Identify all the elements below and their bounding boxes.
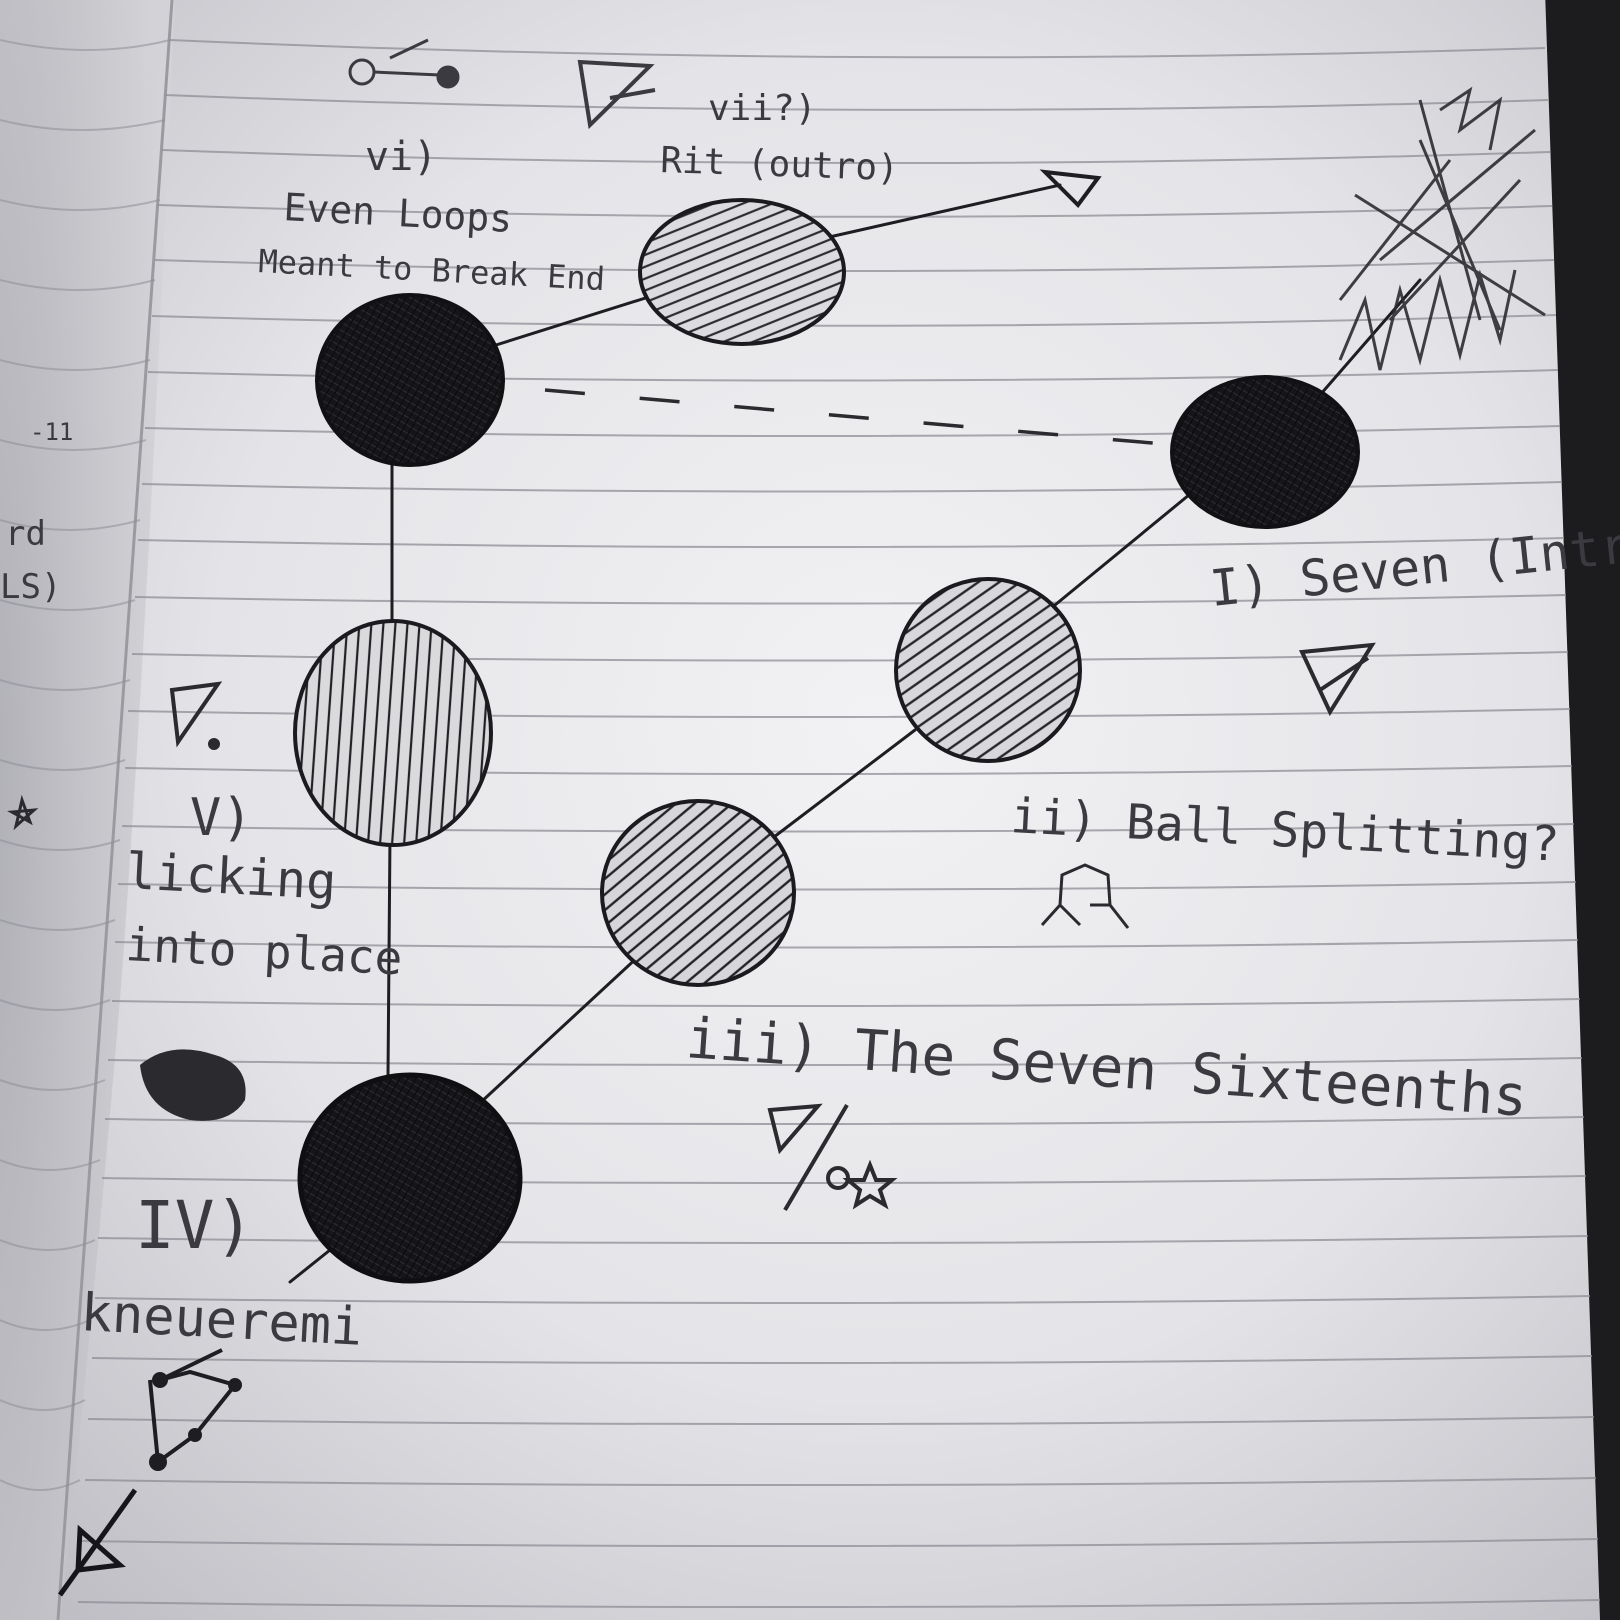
doodle-triangle-v bbox=[169, 681, 223, 750]
scribble-blob bbox=[140, 1049, 246, 1121]
margin-scribbles: -11 rd LS) bbox=[0, 418, 73, 607]
svg-text:vi): vi) bbox=[365, 134, 437, 180]
svg-text:-11: -11 bbox=[30, 418, 73, 446]
doodle-triangle-right bbox=[1298, 642, 1376, 717]
circle-vi-even-loops bbox=[315, 293, 505, 467]
circle-iii-seven-sixteenths bbox=[600, 799, 796, 987]
doodle-star-margin bbox=[7, 794, 39, 831]
svg-text:rd: rd bbox=[5, 514, 46, 554]
svg-text:kneueremi: kneueremi bbox=[79, 1283, 364, 1358]
doodle-triangle-slash bbox=[767, 1103, 898, 1212]
label-iv: IV) kneueremi bbox=[79, 1187, 364, 1358]
ruled-lines bbox=[77, 39, 1601, 1609]
circle-ii-ball-splitting bbox=[894, 577, 1082, 763]
doodle-stick-figure bbox=[348, 38, 460, 89]
doodle-constellation bbox=[148, 1348, 242, 1471]
svg-text:IV): IV) bbox=[135, 1187, 254, 1264]
doodle-arrow-bottom bbox=[57, 1488, 138, 1597]
circle-iv-kneueremi bbox=[297, 1072, 523, 1284]
circle-vii-rit bbox=[638, 198, 846, 346]
connector-lines bbox=[288, 183, 1422, 1284]
arrow-head bbox=[1039, 169, 1102, 209]
doodle-triangle-top bbox=[577, 59, 656, 130]
dashed-line bbox=[544, 388, 1176, 447]
label-v: V) licking into place bbox=[124, 788, 403, 985]
doodle-house bbox=[1040, 863, 1130, 929]
previous-page-edge bbox=[0, 0, 175, 1620]
svg-text:vii?): vii?) bbox=[708, 88, 816, 129]
svg-text:Rit (outro): Rit (outro) bbox=[660, 140, 900, 189]
scribble-burst bbox=[1338, 86, 1546, 371]
svg-text:V): V) bbox=[190, 788, 253, 848]
svg-text:LS): LS) bbox=[0, 567, 61, 607]
svg-text:licking: licking bbox=[124, 842, 337, 911]
label-vii: vii?) Rit (outro) bbox=[660, 88, 900, 189]
circle-v-licking bbox=[293, 619, 493, 847]
circle-i-seven bbox=[1170, 375, 1360, 529]
